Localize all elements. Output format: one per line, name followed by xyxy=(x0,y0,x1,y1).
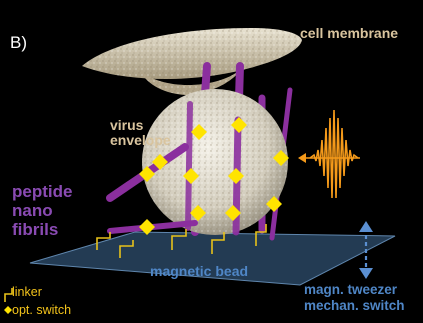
panel-label: B) xyxy=(10,34,27,52)
cell-membrane-label: cell membrane xyxy=(300,26,398,41)
virus-label-line-1: virus xyxy=(110,118,171,133)
tweezer-label-line-1: magn. tweezer xyxy=(304,282,405,298)
virus-envelope-label: virus envelope xyxy=(110,118,171,147)
cell-membrane xyxy=(82,28,302,95)
fibril-label-line-3: fibrils xyxy=(12,220,72,239)
peptide-fibrils-label: peptide nano fibrils xyxy=(12,182,72,239)
tweezer-label-line-2: mechan. switch xyxy=(304,298,405,314)
legend-switch-label: opt. switch xyxy=(12,304,71,317)
magnetic-bead-label: magnetic bead xyxy=(150,264,248,279)
virus-label-line-2: envelope xyxy=(110,133,171,148)
light-pulse-icon xyxy=(298,110,360,198)
linker-legend-icon xyxy=(5,288,12,302)
magnetic-tweezer-label: magn. tweezer mechan. switch xyxy=(304,282,405,314)
tweezer-arrow-head-bottom xyxy=(359,268,373,279)
legend-linker-label: linker xyxy=(12,286,42,299)
fibril-label-line-2: nano xyxy=(12,201,72,220)
fibril-label-line-1: peptide xyxy=(12,182,72,201)
tweezer-arrow-head-top xyxy=(359,221,373,232)
switch-legend-icon xyxy=(4,306,12,314)
